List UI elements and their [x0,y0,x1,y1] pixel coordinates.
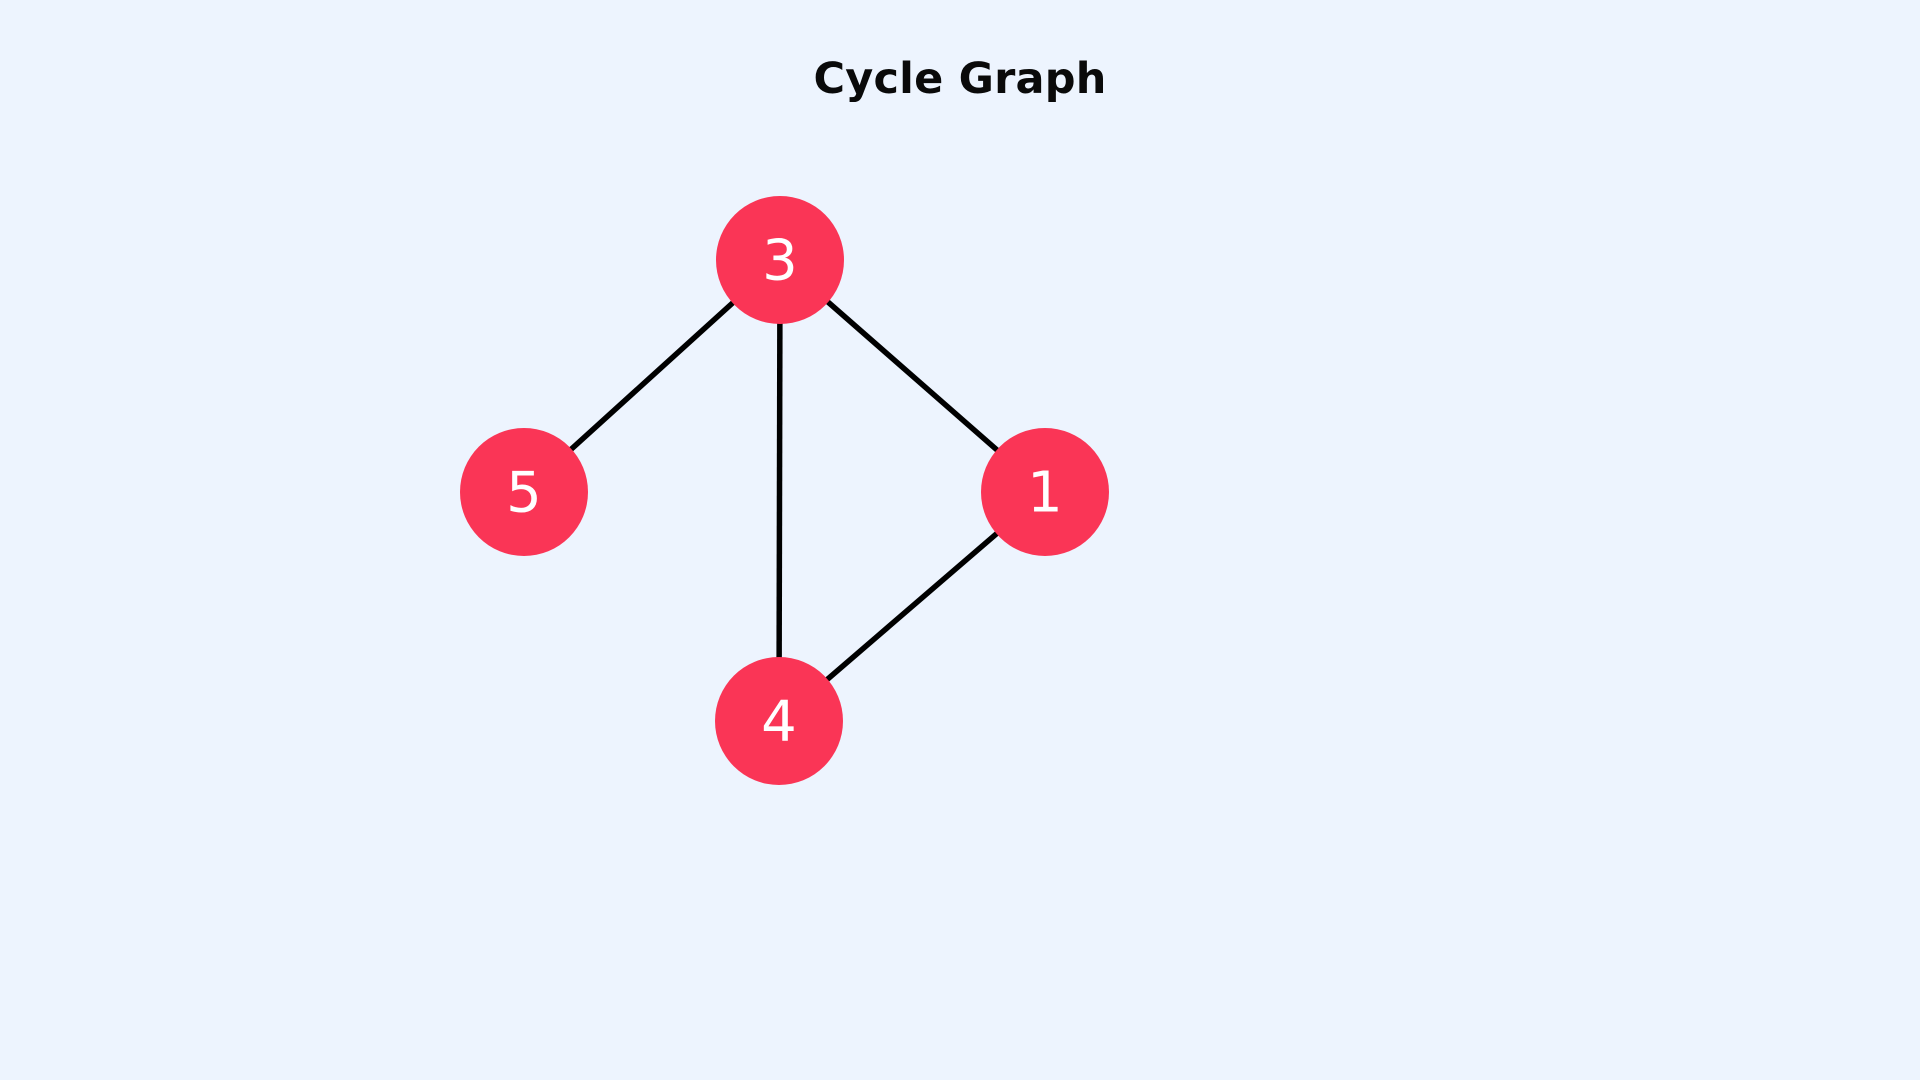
graph-node-circle-5[interactable] [460,428,588,556]
graph-node-circle-4[interactable] [715,657,843,785]
graph-node-4[interactable]: 4 [715,657,843,785]
edge-layer [522,257,1047,724]
graph-node-circle-3[interactable] [716,196,844,324]
graph-node-3[interactable]: 3 [716,196,844,324]
graph-node-circle-1[interactable] [981,428,1109,556]
graph-node-label-1: 1 [1027,461,1063,526]
graph-node-1[interactable]: 1 [981,428,1109,556]
page-title: Cycle Graph [813,54,1107,104]
graph-edge-3-4 [776,259,783,722]
node-layer: 3 5 1 4 [460,196,1109,785]
graph-node-label-5: 5 [506,461,542,526]
graph-node-label-3: 3 [762,229,798,294]
graph-node-5[interactable]: 5 [460,428,588,556]
graph-node-label-4: 4 [761,690,797,755]
